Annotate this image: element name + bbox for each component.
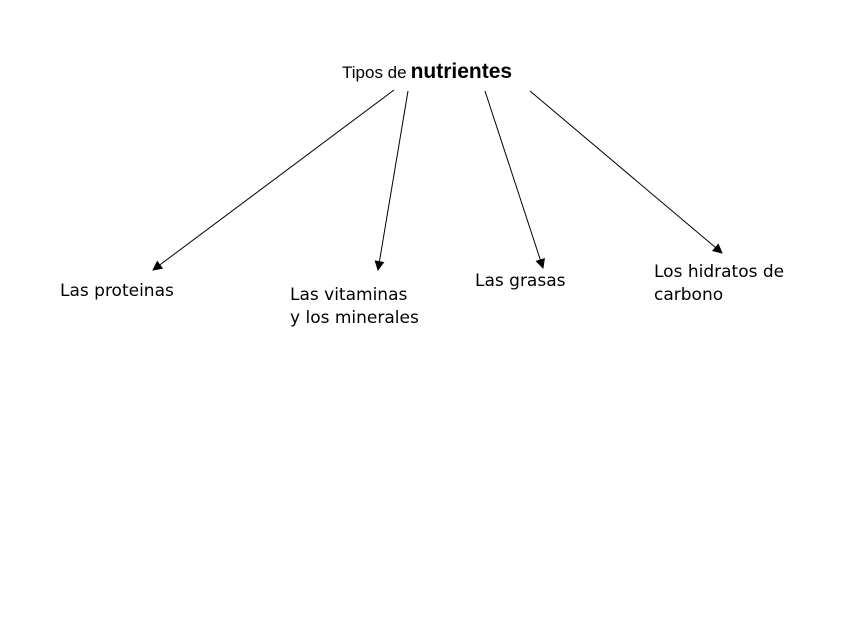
node-label: Las grasas [475,271,566,291]
node-grasas: Las grasas [475,270,565,293]
node-label: Los hidratos de [654,262,785,282]
arrow-to-hidratos [529,90,723,254]
diagram-title: Tipos de nutrientes [342,60,512,84]
node-label: Las vitaminas [290,285,408,305]
arrow-to-grasas [484,90,545,269]
arrow-to-vitaminas [374,90,409,271]
title-prefix: Tipos de [342,63,407,82]
title-main: nutrientes [410,60,513,83]
arrow-to-proteinas [152,89,395,271]
node-vitaminas-minerales: Las vitaminas y los minerales [290,284,419,330]
node-label: carbono [654,285,724,305]
node-label: y los minerales [290,308,419,328]
node-proteinas: Las proteinas [60,280,174,303]
node-hidratos-carbono: Los hidratos de carbono [654,261,784,307]
node-label: Las proteinas [60,281,174,301]
